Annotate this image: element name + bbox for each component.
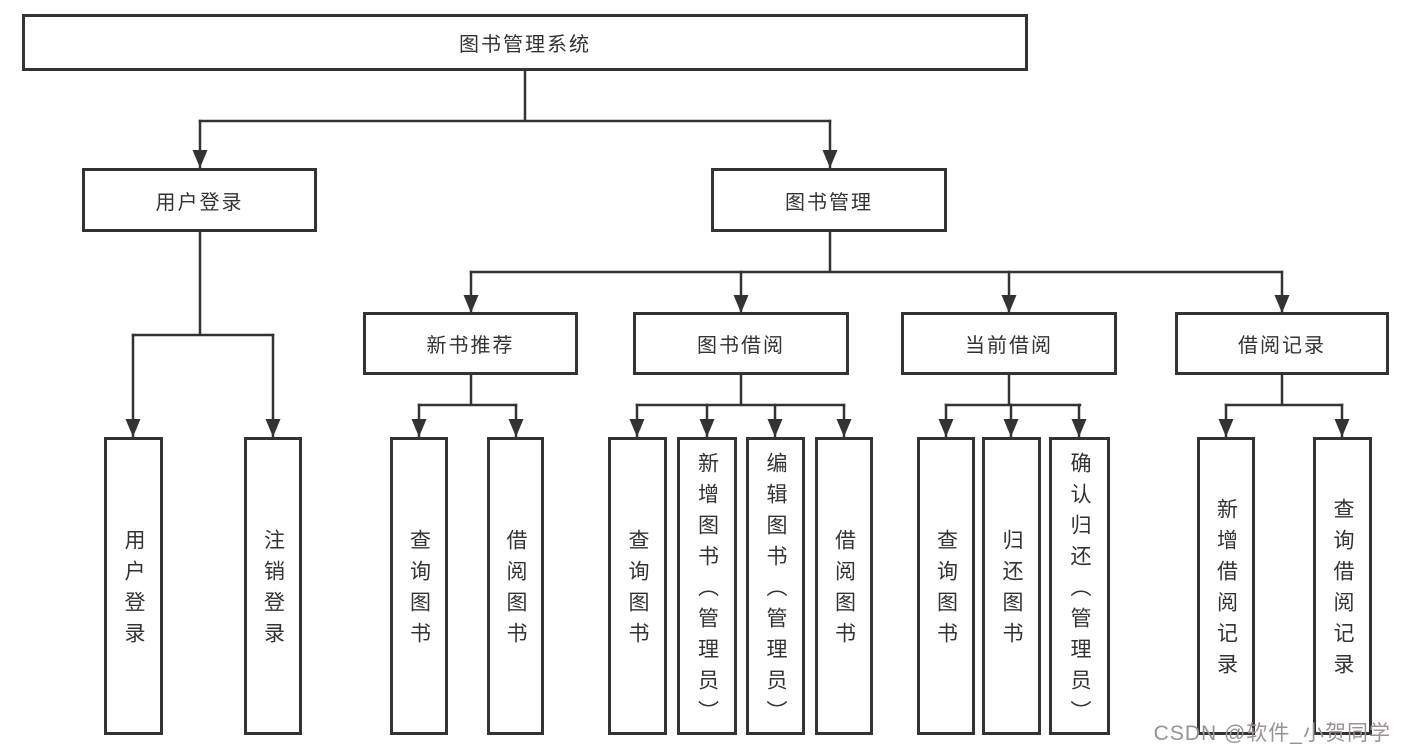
node-user-login-label: 用户登录: [155, 191, 244, 214]
node-borrow-records: 借阅记录: [1175, 312, 1389, 375]
leaf-borrow-book: 借阅图书: [815, 437, 873, 735]
node-root-label: 图书管理系统: [459, 34, 591, 56]
node-book-management-label: 图书管理: [785, 191, 873, 214]
node-current-borrow: 当前借阅: [901, 312, 1117, 375]
node-book-management: 图书管理: [711, 168, 947, 232]
leaf-confirm-return-admin: 确认归还（管理员）: [1049, 437, 1110, 735]
leaf-logout: 注销登录: [244, 437, 302, 735]
leaf-user-login-label: 用户登录: [122, 529, 145, 653]
leaf-query-book-recommend: 查询图书: [390, 437, 448, 735]
node-root: 图书管理系统: [22, 14, 1028, 71]
node-new-book-recommend: 新书推荐: [363, 312, 578, 375]
leaf-add-borrow-record-label: 新增借阅记录: [1214, 498, 1238, 684]
leaf-borrow-book-recommend: 借阅图书: [487, 437, 544, 735]
leaf-user-login: 用户登录: [104, 437, 163, 735]
leaf-logout-label: 注销登录: [261, 529, 285, 653]
leaf-query-borrow-record-label: 查询借阅记录: [1331, 498, 1354, 684]
leaf-query-borrow-record: 查询借阅记录: [1313, 437, 1372, 735]
leaf-query-book-recommend-label: 查询图书: [407, 529, 431, 653]
leaf-borrow-book-label: 借阅图书: [832, 529, 856, 653]
leaf-edit-book-admin-label: 编辑图书（管理员）: [764, 451, 787, 731]
leaf-borrow-book-recommend-label: 借阅图书: [504, 529, 527, 653]
node-current-borrow-label: 当前借阅: [965, 335, 1053, 357]
leaf-confirm-return-admin-label: 确认归还（管理员）: [1068, 451, 1091, 731]
node-borrow-records-label: 借阅记录: [1238, 335, 1326, 357]
leaf-add-book-admin-label: 新增图书（管理员）: [695, 451, 719, 731]
leaf-add-borrow-record: 新增借阅记录: [1197, 437, 1255, 735]
node-user-login: 用户登录: [82, 168, 317, 232]
node-new-book-recommend-label: 新书推荐: [426, 335, 515, 357]
node-book-borrow-label: 图书借阅: [697, 335, 785, 357]
node-book-borrow: 图书借阅: [633, 312, 849, 375]
leaf-return-book-label: 归还图书: [1000, 529, 1023, 653]
leaf-edit-book-admin: 编辑图书（管理员）: [746, 437, 805, 735]
leaf-query-book-borrow: 查询图书: [608, 437, 667, 735]
leaf-query-book-current: 查询图书: [917, 437, 975, 735]
leaf-query-book-borrow-label: 查询图书: [626, 529, 649, 653]
leaf-query-book-current-label: 查询图书: [934, 529, 958, 653]
leaf-add-book-admin: 新增图书（管理员）: [677, 437, 737, 735]
leaf-return-book: 归还图书: [982, 437, 1041, 735]
watermark: CSDN @软件_小贺同学: [1153, 722, 1391, 745]
